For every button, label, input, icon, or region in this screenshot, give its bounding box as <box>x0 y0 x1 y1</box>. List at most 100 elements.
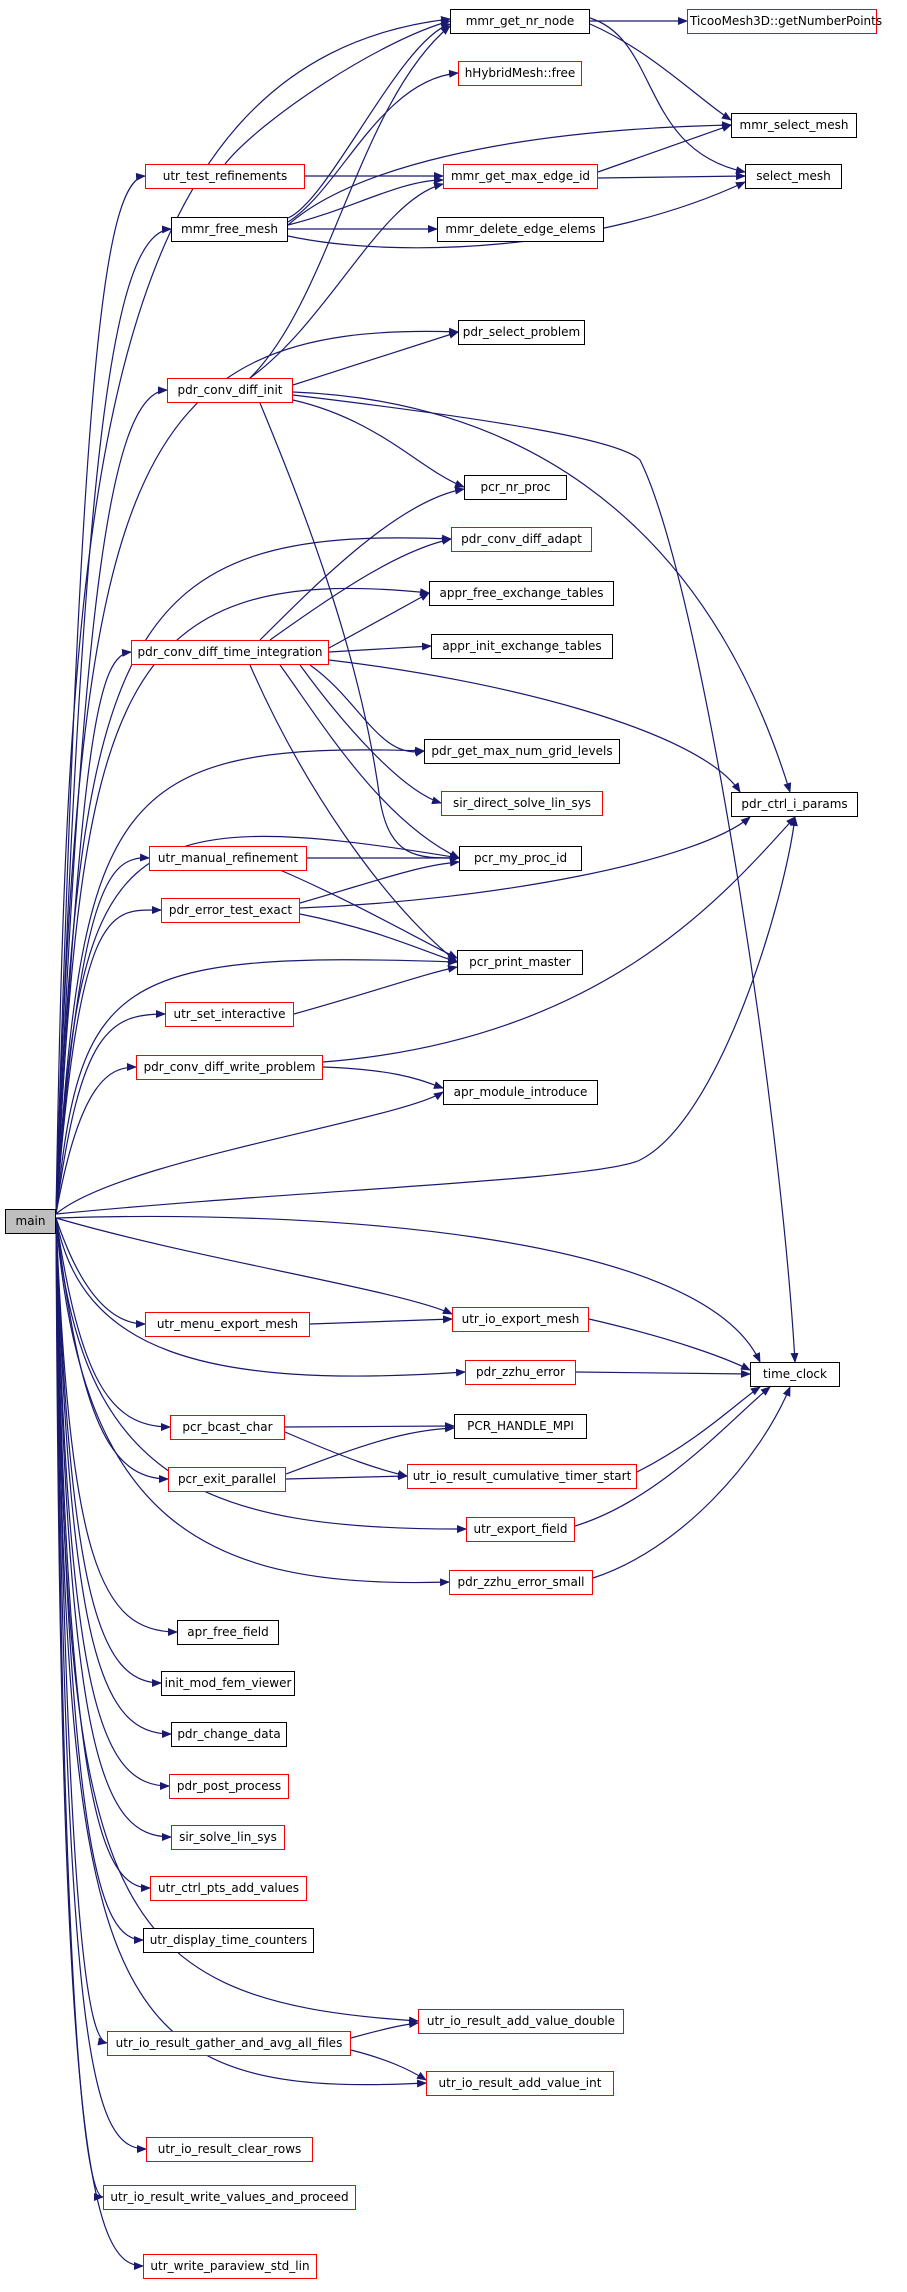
call-edge <box>55 835 460 1215</box>
call-edge <box>279 869 458 959</box>
call-edge <box>55 1217 151 1892</box>
call-edge <box>55 587 430 1215</box>
call-edge <box>55 386 168 1215</box>
node-pdr-post-process[interactable]: pdr_post_process <box>169 1774 289 1799</box>
call-edge <box>55 1217 162 1687</box>
call-edge <box>299 858 460 904</box>
node-pdr-ctrl-i-params[interactable]: pdr_ctrl_i_params <box>731 792 858 817</box>
call-edge <box>259 486 465 641</box>
call-edge <box>224 19 451 165</box>
call-edge <box>55 957 458 1215</box>
node-utr-manual-refinement[interactable]: utr_manual_refinement <box>149 846 307 871</box>
call-edge <box>55 1010 166 1215</box>
node-mmr-get-max-edge-id[interactable]: mmr_get_max_edge_id <box>443 164 598 189</box>
node-mmr-free-mesh[interactable]: mmr_free_mesh <box>171 217 288 242</box>
node-pdr-conv-diff-time-integration[interactable]: pdr_conv_diff_time_integration <box>131 640 329 665</box>
node-pcr-bcast-char[interactable]: pcr_bcast_char <box>170 1415 285 1440</box>
node-mmr-get-nr-node[interactable]: mmr_get_nr_node <box>450 9 590 34</box>
call-edge <box>55 1217 170 1790</box>
call-edge <box>55 1217 169 1483</box>
node-pcr-handle-mpi[interactable]: PCR_HANDLE_MPI <box>454 1414 587 1439</box>
call-edge <box>55 1217 450 1587</box>
node-utr-ctrl-pts-add-values[interactable]: utr_ctrl_pts_add_values <box>150 1876 307 1901</box>
node-pcr-print-master[interactable]: pcr_print_master <box>457 950 583 975</box>
call-edge <box>588 1318 751 1371</box>
call-edge <box>55 1217 171 1431</box>
call-edge <box>55 172 146 1215</box>
call-edge <box>350 2049 427 2081</box>
node-utr-test-refinements[interactable]: utr_test_refinements <box>145 164 305 189</box>
call-edge <box>287 22 451 219</box>
call-edge <box>287 181 746 249</box>
node-utr-io-export-mesh[interactable]: utr_io_export_mesh <box>452 1307 589 1332</box>
node-pcr-nr-proc[interactable]: pcr_nr_proc <box>464 475 567 500</box>
node-ticoomesh3d-getnumberpoints[interactable]: TicooMesh3D::getNumberPoints <box>687 9 882 34</box>
node-pdr-get-max-num-grid-levels[interactable]: pdr_get_max_num_grid_levels <box>424 739 620 764</box>
node-pcr-exit-parallel[interactable]: pcr_exit_parallel <box>168 1467 286 1492</box>
call-edge <box>287 69 459 223</box>
call-edge <box>589 23 732 121</box>
node-appr-init-exchange-tables[interactable]: appr_init_exchange_tables <box>431 634 613 659</box>
node-mmr-select-mesh[interactable]: mmr_select_mesh <box>731 113 857 138</box>
call-edge <box>636 1386 761 1473</box>
node-utr-io-result-gather-and-avg-all-files[interactable]: utr_io_result_gather_and_avg_all_files <box>107 2031 351 2056</box>
node-utr-io-result-write-values-and-proceed[interactable]: utr_io_result_write_values_and_proceed <box>103 2185 356 2210</box>
node-pcr-my-proc-id[interactable]: pcr_my_proc_id <box>459 846 582 871</box>
node-utr-io-result-add-value-int[interactable]: utr_io_result_add_value_int <box>426 2071 614 2096</box>
call-edge <box>249 25 451 379</box>
node-sir-solve-lin-sys[interactable]: sir_solve_lin_sys <box>171 1825 285 1850</box>
node-init-mod-fem-viewer[interactable]: init_mod_fem_viewer <box>161 1671 295 1696</box>
node-apr-free-field[interactable]: apr_free_field <box>177 1620 279 1645</box>
call-edge <box>55 16 451 1215</box>
call-edge <box>592 1386 791 1579</box>
node-pdr-error-test-exact[interactable]: pdr_error_test_exact <box>161 898 300 923</box>
call-edge <box>597 172 746 181</box>
call-edge <box>55 1217 147 2153</box>
node-time-clock[interactable]: time_clock <box>750 1362 840 1387</box>
node-pdr-conv-diff-write-problem[interactable]: pdr_conv_diff_write_problem <box>136 1055 323 1080</box>
call-edge <box>287 176 444 226</box>
call-edge <box>55 1217 144 2270</box>
call-edge <box>285 1424 455 1475</box>
call-edge <box>328 659 741 793</box>
node-pdr-select-problem[interactable]: pdr_select_problem <box>458 320 585 345</box>
call-edge <box>299 816 751 909</box>
node-utr-io-result-cumulative-timer-start[interactable]: utr_io_result_cumulative_timer_start <box>407 1464 637 1489</box>
call-edge <box>55 1063 137 1215</box>
call-edge <box>55 1215 761 1363</box>
node-pdr-conv-diff-init[interactable]: pdr_conv_diff_init <box>167 378 293 403</box>
node-sir-direct-solve-lin-sys[interactable]: sir_direct_solve_lin_sys <box>441 791 603 816</box>
call-edge <box>55 746 425 1215</box>
node-apr-module-introduce[interactable]: apr_module_introduce <box>443 1080 598 1105</box>
node-mmr-delete-edge-elems[interactable]: mmr_delete_edge_elems <box>437 217 604 242</box>
call-edge <box>55 1091 444 1215</box>
node-utr-display-time-counters[interactable]: utr_display_time_counters <box>143 1928 314 1953</box>
node-utr-write-paraview-std-lin[interactable]: utr_write_paraview_std_lin <box>143 2254 317 2279</box>
node-utr-io-result-add-value-double[interactable]: utr_io_result_add_value_double <box>418 2009 624 2034</box>
node-appr-free-exchange-tables[interactable]: appr_free_exchange_tables <box>429 581 614 606</box>
call-edge <box>55 327 459 1215</box>
call-edge <box>322 816 796 1063</box>
call-edge <box>292 399 465 488</box>
node-pdr-conv-diff-adapt[interactable]: pdr_conv_diff_adapt <box>451 527 592 552</box>
node-pdr-zzhu-error[interactable]: pdr_zzhu_error <box>465 1360 576 1385</box>
call-edge <box>292 391 792 793</box>
node-pdr-zzhu-error-small[interactable]: pdr_zzhu_error_small <box>449 1570 593 1595</box>
call-edge <box>55 816 798 1215</box>
node-utr-menu-export-mesh[interactable]: utr_menu_export_mesh <box>145 1312 310 1337</box>
node-pdr-change-data[interactable]: pdr_change_data <box>171 1722 287 1747</box>
call-edge <box>299 913 458 964</box>
node-utr-set-interactive[interactable]: utr_set_interactive <box>165 1002 294 1027</box>
call-edge <box>575 1369 751 1378</box>
call-edge <box>55 1217 146 1328</box>
node-utr-io-result-clear-rows[interactable]: utr_io_result_clear_rows <box>146 2137 313 2162</box>
node-utr-export-field[interactable]: utr_export_field <box>466 1517 575 1542</box>
call-edge <box>284 1431 408 1478</box>
call-edge <box>322 1066 444 1089</box>
node-select-mesh[interactable]: select_mesh <box>745 164 842 189</box>
node-hhybridmesh-free[interactable]: hHybridMesh::free <box>458 61 582 86</box>
call-edge <box>55 1217 178 1636</box>
call-edge <box>249 664 458 963</box>
call-edge <box>597 124 732 173</box>
